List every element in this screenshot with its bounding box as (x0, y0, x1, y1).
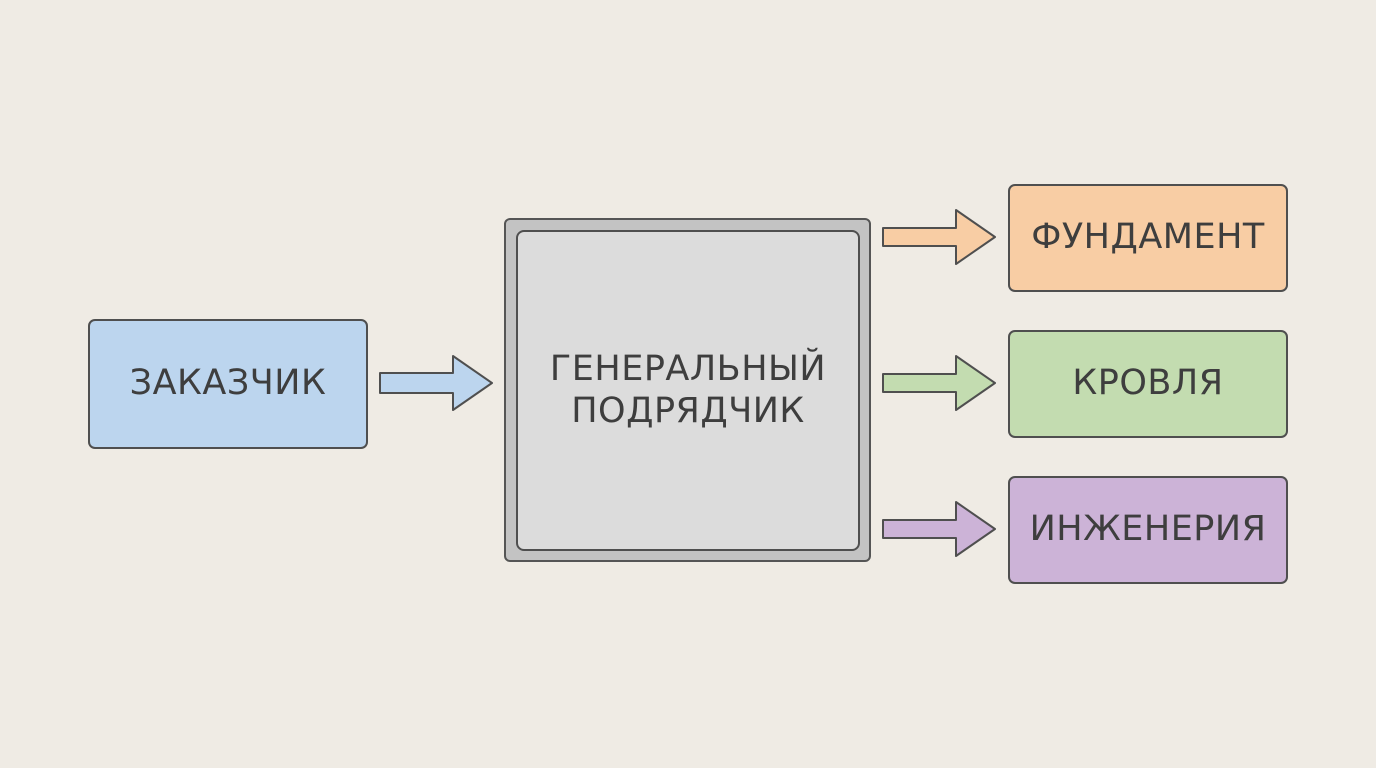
client-node: ЗАКАЗЧИК (88, 319, 368, 449)
roof-label: КРОВЛЯ (1072, 363, 1224, 404)
engineering-label: ИНЖЕНЕРИЯ (1029, 509, 1267, 550)
arrow-contractor-to-engineering (882, 501, 996, 557)
general-contractor-node: ГЕНЕРАЛЬНЫЙ ПОДРЯДЧИК (516, 230, 860, 551)
client-label: ЗАКАЗЧИК (129, 363, 327, 404)
roof-node: КРОВЛЯ (1008, 330, 1288, 438)
arrow-client-to-contractor (379, 355, 493, 411)
engineering-node: ИНЖЕНЕРИЯ (1008, 476, 1288, 584)
foundation-label: ФУНДАМЕНТ (1031, 217, 1265, 258)
arrow-contractor-to-foundation (882, 209, 996, 265)
foundation-node: ФУНДАМЕНТ (1008, 184, 1288, 292)
arrow-contractor-to-roof (882, 355, 996, 411)
general-contractor-label: ГЕНЕРАЛЬНЫЙ ПОДРЯДЧИК (549, 349, 827, 431)
